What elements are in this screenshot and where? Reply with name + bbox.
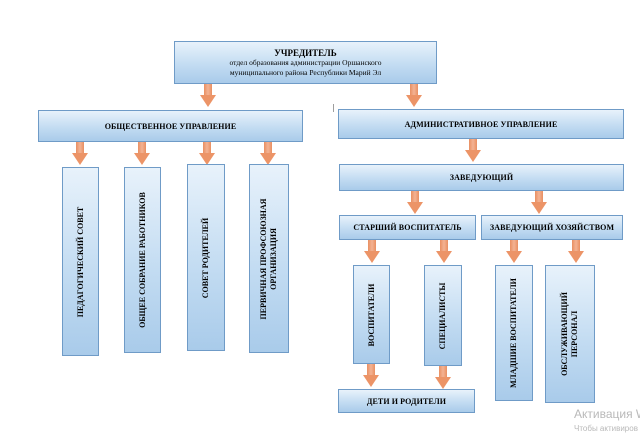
educators-label: ВОСПИТАТЕЛИ bbox=[366, 283, 376, 346]
supply-manager-title: ЗАВЕДУЮЩИЙ ХОЗЯЙСТВОМ bbox=[489, 223, 615, 232]
arrow-supply-to-junior-educators bbox=[506, 240, 522, 264]
trade-union-box: ПЕРВИЧНАЯ ПРОФСОЮЗНАЯ ОРГАНИЗАЦИЯ bbox=[249, 164, 289, 353]
service-staff-label: ОБСЛУЖИВАЮЩИЙ ПЕРСОНАЛ bbox=[560, 292, 579, 376]
arrow-head-to-senior-educator bbox=[407, 191, 423, 215]
parents-council-box: СОВЕТ РОДИТЕЛЕЙ bbox=[187, 164, 225, 351]
general-meeting-label: ОБЩЕЕ СОБРАНИЕ РАБОТНИКОВ bbox=[137, 192, 147, 328]
founder-box: УЧРЕДИТЕЛЬ отдел образования администрац… bbox=[174, 41, 437, 84]
general-meeting-box: ОБЩЕЕ СОБРАНИЕ РАБОТНИКОВ bbox=[124, 167, 161, 353]
supply-manager-box: ЗАВЕДУЮЩИЙ ХОЗЯЙСТВОМ bbox=[481, 215, 623, 240]
activation-watermark-subtitle: Чтобы активиров bbox=[574, 424, 638, 433]
arrow-supply-to-service-staff bbox=[568, 240, 584, 264]
specialists-box: СПЕЦИАЛИСТЫ bbox=[424, 265, 462, 366]
senior-educator-box: СТАРШИЙ ВОСПИТАТЕЛЬ bbox=[339, 215, 476, 240]
arrow-senior-to-educators bbox=[364, 240, 380, 264]
arrow-founder-to-admin bbox=[406, 84, 422, 108]
founder-title: УЧРЕДИТЕЛЬ bbox=[274, 47, 337, 58]
arrow-senior-to-specialists bbox=[436, 240, 452, 264]
founder-line2: муниципального района Республики Марий Э… bbox=[229, 67, 382, 77]
public-management-title: ОБЩЕСТВЕННОЕ УПРАВЛЕНИЕ bbox=[104, 121, 237, 131]
children-parents-box: ДЕТИ И РОДИТЕЛИ bbox=[338, 389, 475, 413]
junior-educators-label: МЛАДШИЕ ВОСПИТАТЕЛИ bbox=[509, 278, 518, 388]
parents-council-label: СОВЕТ РОДИТЕЛЕЙ bbox=[201, 217, 210, 298]
arrow-educators-to-children bbox=[363, 364, 379, 388]
arrow-public-to-parents-council bbox=[199, 142, 215, 166]
head-title: ЗАВЕДУЮЩИЙ bbox=[449, 173, 514, 182]
head-box: ЗАВЕДУЮЩИЙ bbox=[339, 164, 624, 191]
separator-mark bbox=[333, 104, 334, 112]
children-parents-title: ДЕТИ И РОДИТЕЛИ bbox=[366, 396, 447, 406]
arrow-public-to-pedagogical bbox=[72, 142, 88, 166]
public-management-box: ОБЩЕСТВЕННОЕ УПРАВЛЕНИЕ bbox=[38, 110, 303, 142]
arrow-head-to-supply-manager bbox=[531, 191, 547, 215]
administrative-management-box: АДМИНИСТРАТИВНОЕ УПРАВЛЕНИЕ bbox=[338, 109, 624, 139]
pedagogical-council-box: ПЕДАГОГИЧЕСКИЙ СОВЕТ bbox=[62, 167, 99, 356]
specialists-label: СПЕЦИАЛИСТЫ bbox=[438, 282, 447, 349]
administrative-management-title: АДМИНИСТРАТИВНОЕ УПРАВЛЕНИЕ bbox=[404, 119, 558, 129]
arrow-admin-to-head bbox=[465, 139, 481, 163]
educators-box: ВОСПИТАТЕЛИ bbox=[353, 265, 390, 364]
trade-union-label: ПЕРВИЧНАЯ ПРОФСОЮЗНАЯ ОРГАНИЗАЦИЯ bbox=[259, 198, 278, 319]
arrow-specialists-to-children bbox=[435, 366, 451, 390]
arrow-founder-to-public bbox=[200, 84, 216, 108]
arrow-public-to-trade-union bbox=[260, 142, 276, 166]
junior-educators-box: МЛАДШИЕ ВОСПИТАТЕЛИ bbox=[495, 265, 533, 401]
founder-line1: отдел образования администрации Оршанско… bbox=[229, 57, 382, 67]
senior-educator-title: СТАРШИЙ ВОСПИТАТЕЛЬ bbox=[353, 223, 462, 232]
pedagogical-council-label: ПЕДАГОГИЧЕСКИЙ СОВЕТ bbox=[75, 206, 85, 317]
service-staff-box: ОБСЛУЖИВАЮЩИЙ ПЕРСОНАЛ bbox=[545, 265, 595, 403]
activation-watermark-title: Активация W bbox=[574, 407, 640, 421]
arrow-public-to-general-meeting bbox=[134, 142, 150, 166]
